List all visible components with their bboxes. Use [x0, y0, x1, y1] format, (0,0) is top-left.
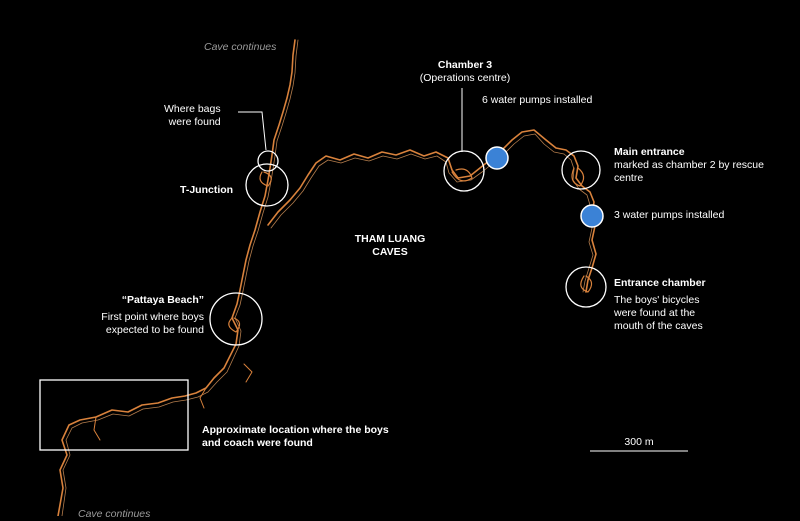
cave-continues-bottom-label: Cave continues	[78, 508, 151, 520]
chamber3-subtitle: (Operations centre)	[419, 72, 511, 84]
chamber3-circle	[443, 150, 485, 192]
cave-passage-east	[267, 129, 597, 293]
cave-side-branch-3	[93, 416, 101, 441]
t-junction-label: T-Junction	[180, 184, 234, 196]
markers	[209, 150, 607, 346]
cave-side-branch-1	[243, 363, 253, 383]
main-entrance-subtitle: marked as chamber 2 by rescue centre	[614, 159, 764, 184]
pump-3-dot	[580, 204, 604, 228]
bags-circle	[257, 150, 279, 172]
cave-passage-east-inner	[270, 133, 594, 293]
boys-location-label: Approximate location where the boys and …	[202, 424, 389, 449]
entrance-chamber-subtitle: The boys' bicycles were found at the mou…	[614, 294, 703, 332]
pattaya-title: “Pattaya Beach”	[121, 294, 204, 306]
pattaya-subtitle: First point where boys expected to be fo…	[101, 311, 204, 336]
pumps-3-label: 3 water pumps installed	[614, 209, 725, 221]
pattaya-circle	[209, 292, 263, 346]
cave-continues-top-label: Cave continues	[204, 41, 277, 53]
tham-luang-label: THAM LUANG CAVES	[354, 233, 426, 258]
scale-label: 300 m	[624, 436, 654, 448]
main-entrance-title: Main entrance	[614, 146, 685, 158]
boys-location-box	[39, 379, 189, 451]
cave-passage-main-inner	[61, 39, 299, 516]
chamber3-title: Chamber 3	[437, 59, 493, 71]
pump-markers	[485, 146, 604, 228]
cave-loop-t-junction	[259, 171, 272, 187]
cave-loop-entrance-chamber	[580, 275, 593, 293]
cave-loop-chamber3	[451, 168, 473, 182]
main-entrance-circle	[561, 150, 601, 190]
pumps-6-label: 6 water pumps installed	[482, 94, 593, 106]
t-junction-circle	[245, 163, 289, 207]
pump-6-dot	[485, 146, 509, 170]
entrance-chamber-title: Entrance chamber	[614, 277, 706, 289]
where-bags-label: Where bags were found	[164, 103, 221, 128]
cave-side-branch-2	[199, 387, 207, 409]
cave-loop-pattaya	[228, 317, 241, 333]
entrance-chamber-circle	[565, 266, 607, 308]
leader-bags	[238, 111, 267, 151]
leader-lines	[238, 88, 463, 152]
cave-loop-main-entrance	[571, 167, 585, 187]
